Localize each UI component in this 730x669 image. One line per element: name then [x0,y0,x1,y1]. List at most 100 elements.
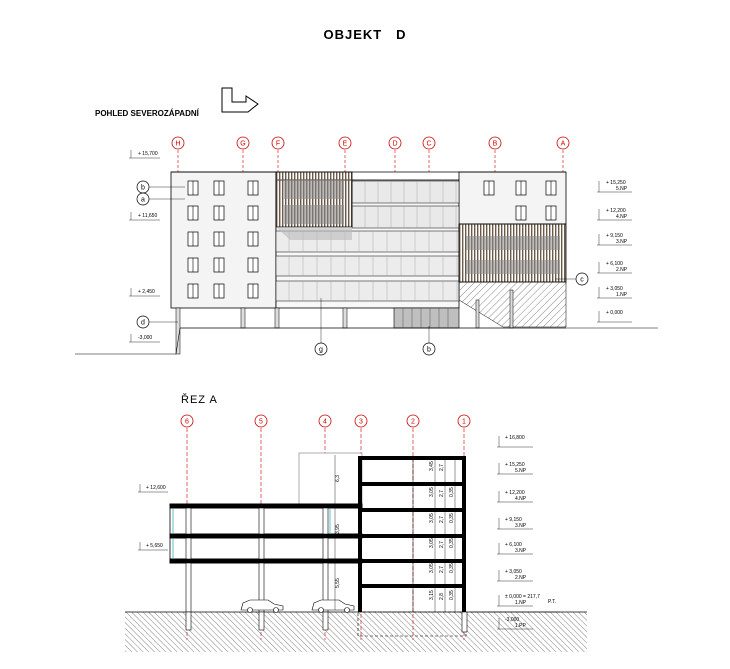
level-marker-left: + 11,650 [129,212,160,221]
section-left-glazing [172,508,331,559]
svg-text:b: b [141,185,145,192]
svg-text:+ 6,100: + 6,100 [505,542,522,548]
dim-value: 3,05 [429,487,435,497]
key-plan-icon [221,87,259,113]
svg-text:+ 9,150: + 9,150 [606,233,623,239]
level-marker-left: + 12,600 [138,484,168,493]
svg-text:+ 15,250: + 15,250 [606,180,626,186]
tag-c-right: c [555,272,589,286]
dim-value: 3,05 [429,563,435,573]
dim-value: 3,15 [429,590,435,600]
tag-d-left: d [136,315,178,329]
svg-text:3.NP: 3.NP [616,239,628,245]
svg-text:+ 12,200: + 12,200 [606,208,626,214]
axis-marker-F: F [271,136,285,172]
dim-value: 0,35 [449,590,455,600]
tag-b-bottom: b [422,326,436,356]
dim-value: 2,7 [439,516,445,523]
svg-text:+ 5,650: + 5,650 [146,543,163,549]
view-label: POHLED SEVEROZÁPADNÍ [95,109,199,118]
svg-text:F: F [276,141,280,148]
dim-value: 0,35 [449,538,455,548]
level-marker-left: + 5,650 [138,542,168,551]
dim-value: 3,05 [429,513,435,523]
dim-value: 2,7 [439,490,445,497]
tag-g-bottom: g [314,298,328,356]
svg-text:3: 3 [359,419,363,426]
svg-text:1.NP: 1.NP [515,600,527,606]
dim-value: 0,35 [449,563,455,573]
dim-value: 0,35 [449,513,455,523]
axis-marker-H: H [171,136,185,172]
dim-value: 2,7 [439,464,445,471]
svg-text:G: G [240,141,245,148]
svg-text:c: c [580,277,584,284]
axis-marker-C: C [422,136,436,172]
svg-text:+ 6,100: + 6,100 [606,261,623,267]
svg-text:+ 11,650: + 11,650 [138,213,157,219]
svg-text:+ 15,700: + 15,700 [138,151,158,157]
svg-text:4: 4 [323,419,327,426]
svg-text:2: 2 [411,419,415,426]
level-marker-right: ± 0,000 = 217,71.NP [497,594,540,607]
svg-text:+ 0,000: + 0,000 [606,310,623,316]
svg-text:a: a [141,197,145,204]
dim-value: 2,7 [439,566,445,573]
axis-marker-D: D [388,136,402,172]
section-label: ŘEZ A [181,394,218,406]
svg-text:1.NP: 1.NP [616,292,628,298]
axis-marker-B: B [488,136,502,172]
dim-value: 2,7 [439,541,445,548]
svg-text:1: 1 [462,419,466,426]
dim-value: 3,05 [429,538,435,548]
svg-text:+ 9,150: + 9,150 [505,517,522,523]
dim-value: 2,8 [439,593,445,600]
svg-text:-3,000: -3,000 [138,335,152,341]
elevation-windows [187,180,557,299]
svg-text:+ 2,450: + 2,450 [138,289,155,295]
axis-marker-E: E [338,136,352,172]
level-marker-left: + 2,450 [129,288,160,297]
svg-text:± 0,000 = 217,7: ± 0,000 = 217,7 [505,594,540,600]
svg-text:+ 16,800: + 16,800 [505,435,525,441]
svg-text:4.NP: 4.NP [515,496,527,502]
ground-floor-glazing [393,307,460,329]
svg-text:+ 12,200: + 12,200 [505,490,525,496]
dim-value: 0,35 [449,487,455,497]
section-dimension-lines [334,455,456,612]
level-marker-right: + 0,000 [597,310,632,323]
section-right-block [358,456,466,612]
axis-marker-A: A [556,136,570,172]
svg-text:5: 5 [259,419,263,426]
svg-text:D: D [392,141,397,148]
svg-text:+ 12,600: + 12,600 [146,485,166,491]
svg-text:-3,000: -3,000 [505,617,519,623]
axis-marker-G: G [236,136,250,172]
svg-text:3.NP: 3.NP [515,523,527,529]
svg-text:d: d [141,320,145,327]
svg-text:1.PP: 1.PP [515,623,527,629]
section-pillars [185,507,329,613]
svg-text:2.NP: 2.NP [616,267,628,273]
svg-text:g: g [319,347,323,354]
svg-text:5.NP: 5.NP [515,468,527,474]
dim-value: 3,45 [429,461,435,471]
section-upper-volume [298,452,363,506]
svg-text:3.NP: 3.NP [515,548,527,554]
svg-text:+ 3,050: + 3,050 [606,286,623,292]
svg-text:2.NP: 2.NP [515,575,527,581]
level-marker-left: + 15,700 [129,150,160,159]
svg-text:b: b [427,347,431,354]
tag-a-left: a [136,192,185,206]
svg-text:A: A [561,141,566,148]
